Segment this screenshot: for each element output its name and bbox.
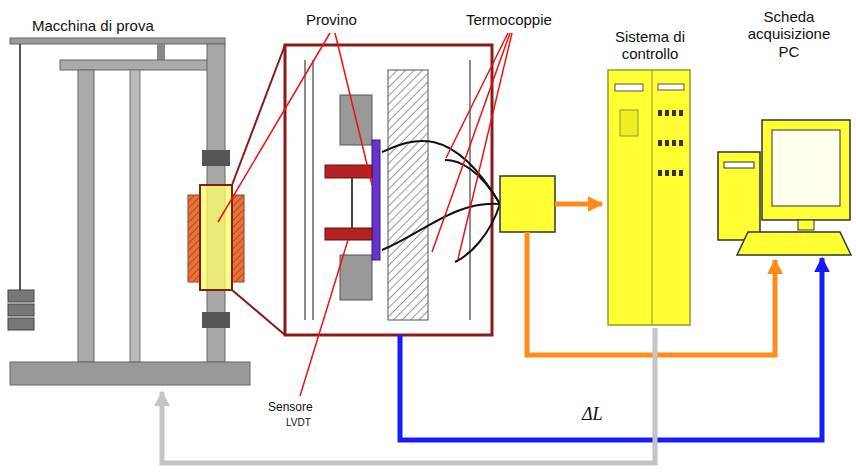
- pc-node: Scheda acquisizione PC: [715, 4, 855, 258]
- part-label: Termocoppie: [466, 12, 552, 29]
- part-label: Sensore: [268, 401, 313, 414]
- machine-node: Macchina di prova: [5, 8, 497, 392]
- signal-line: [400, 258, 822, 440]
- node-heading: Sistema di controllo: [600, 28, 700, 63]
- control-cabinet: [608, 70, 690, 325]
- controller-node: Sistema di controllo: [596, 8, 704, 328]
- part-label: LVDT: [286, 417, 311, 428]
- leader-lines: [218, 33, 512, 396]
- computer: [718, 120, 851, 255]
- zoom-inset: [285, 45, 500, 335]
- node-heading: Scheda acquisizione PC: [741, 8, 837, 60]
- testing-machine: [8, 38, 285, 385]
- lvdt-wire: [398, 335, 403, 392]
- signal-line: [162, 328, 655, 463]
- node-heading: Macchina di prova: [32, 17, 497, 34]
- signal-label: ΔL: [580, 404, 605, 425]
- part-label: Provino: [306, 12, 357, 29]
- junction-box: [500, 176, 555, 232]
